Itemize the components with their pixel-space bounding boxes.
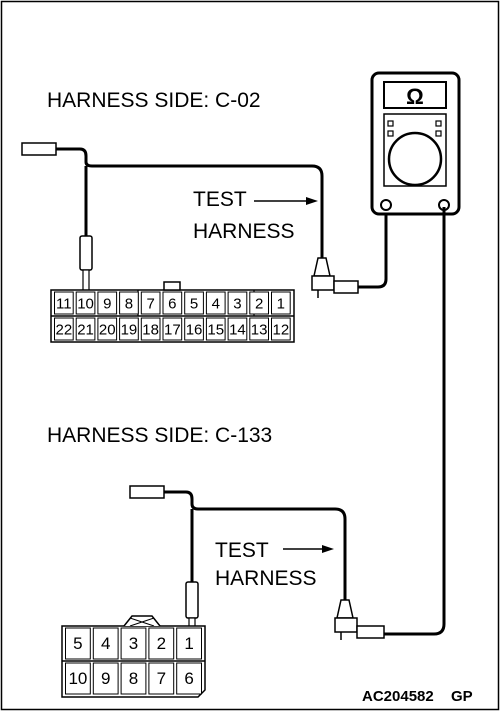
top-harness-plug bbox=[21, 142, 68, 156]
pin-cavity bbox=[176, 662, 202, 695]
pin-number: 11 bbox=[56, 296, 72, 313]
pin-cavity bbox=[140, 291, 161, 315]
connector-bottom-title: HARNESS SIDE: C-133 bbox=[47, 424, 272, 447]
pin-cavity bbox=[249, 317, 270, 341]
pin-number: 9 bbox=[101, 669, 110, 688]
pin-number: 5 bbox=[190, 296, 198, 313]
pin-cavity bbox=[54, 317, 74, 341]
pin-number: 10 bbox=[68, 669, 87, 688]
pin-cavity bbox=[140, 317, 161, 341]
pin-cavity bbox=[120, 662, 147, 695]
meter-lead-right bbox=[384, 207, 446, 636]
ohmmeter: Ω bbox=[370, 71, 461, 216]
pin-cavity bbox=[271, 317, 291, 341]
pin-number: 8 bbox=[129, 669, 138, 688]
pin-cavity bbox=[227, 317, 248, 341]
pin-cavity bbox=[162, 317, 183, 341]
connector-latch bbox=[123, 615, 161, 627]
pin-number: 7 bbox=[157, 669, 166, 688]
ohm-symbol: Ω bbox=[406, 84, 424, 109]
pin-cavity bbox=[97, 291, 118, 315]
pin-number: 9 bbox=[103, 296, 111, 313]
pin-number: 12 bbox=[273, 322, 290, 339]
pin-cavity bbox=[205, 291, 226, 315]
pin-cavity bbox=[65, 662, 91, 695]
figure-code-suffix: GP bbox=[451, 688, 473, 705]
pin-number: 4 bbox=[101, 634, 110, 653]
pin-number: 18 bbox=[142, 322, 159, 339]
connector-latch bbox=[163, 281, 181, 291]
connector-top-title: HARNESS SIDE: C-02 bbox=[47, 89, 261, 112]
pin-number: 13 bbox=[251, 322, 268, 339]
top-alligator-clip bbox=[311, 257, 359, 298]
bottom-test-harness-wire bbox=[178, 490, 347, 600]
pin-cavity bbox=[75, 317, 96, 341]
pin-cavity bbox=[65, 627, 91, 660]
test-harness-label-top-line2: HARNESS bbox=[193, 220, 295, 243]
top-connector-probe-pin bbox=[79, 235, 93, 295]
pin-number: 6 bbox=[184, 669, 193, 688]
pin-number: 4 bbox=[212, 296, 220, 313]
pin-number: 19 bbox=[121, 322, 138, 339]
pin-cavity bbox=[119, 317, 139, 341]
pin-cavity bbox=[205, 317, 226, 341]
pin-number: 6 bbox=[168, 296, 176, 313]
pin-number: 22 bbox=[56, 322, 73, 339]
meter-display bbox=[383, 81, 447, 109]
test-harness-label-top-line1: TEST bbox=[193, 188, 247, 211]
pin-cavity bbox=[75, 291, 96, 315]
pin-number: 1 bbox=[277, 296, 285, 313]
pin-number: 14 bbox=[229, 322, 246, 339]
test-harness-label-bottom-line1: TEST bbox=[215, 539, 269, 562]
bottom-alligator-clip bbox=[334, 599, 385, 640]
pin-cavity bbox=[184, 291, 204, 315]
pin-number: 2 bbox=[255, 296, 263, 313]
meter-lead-left bbox=[358, 207, 388, 289]
pin-number: 2 bbox=[157, 634, 166, 653]
pin-number: 8 bbox=[125, 296, 133, 313]
pin-cavity bbox=[176, 627, 202, 660]
meter-dial bbox=[387, 131, 443, 187]
pin-number: 3 bbox=[233, 296, 241, 313]
pin-number: 10 bbox=[77, 296, 94, 313]
pin-number: 5 bbox=[73, 634, 82, 653]
pin-cavity bbox=[97, 317, 118, 341]
test-harness-label-bottom-line2: HARNESS bbox=[215, 567, 317, 590]
pin-number: 20 bbox=[99, 322, 116, 339]
pin-cavity bbox=[184, 317, 204, 341]
arrow-right-icon bbox=[283, 545, 334, 553]
pin-cavity bbox=[54, 291, 74, 315]
pin-number: 1 bbox=[184, 634, 193, 653]
pin-number: 7 bbox=[146, 296, 154, 313]
pin-cavity bbox=[148, 627, 175, 660]
pin-cavity bbox=[119, 291, 139, 315]
pin-cavity bbox=[148, 662, 175, 695]
pin-cavity bbox=[92, 627, 119, 660]
pin-number: 3 bbox=[129, 634, 138, 653]
meter-terminal-left bbox=[380, 199, 392, 211]
pin-number: 21 bbox=[77, 322, 94, 339]
pin-cavity bbox=[249, 291, 270, 315]
top-test-harness-wire bbox=[68, 147, 324, 258]
pin-cavity bbox=[271, 291, 291, 315]
pin-number: 15 bbox=[207, 322, 224, 339]
pin-cavity bbox=[120, 627, 147, 660]
figure-code: AC204582 bbox=[362, 688, 434, 705]
pin-cavity bbox=[162, 291, 183, 315]
bottom-harness-plug bbox=[129, 485, 178, 499]
pin-number: 16 bbox=[186, 322, 203, 339]
pin-cavity bbox=[92, 662, 119, 695]
pin-cavity bbox=[227, 291, 248, 315]
pin-number: 17 bbox=[164, 322, 181, 339]
arrow-right-icon bbox=[254, 197, 318, 205]
